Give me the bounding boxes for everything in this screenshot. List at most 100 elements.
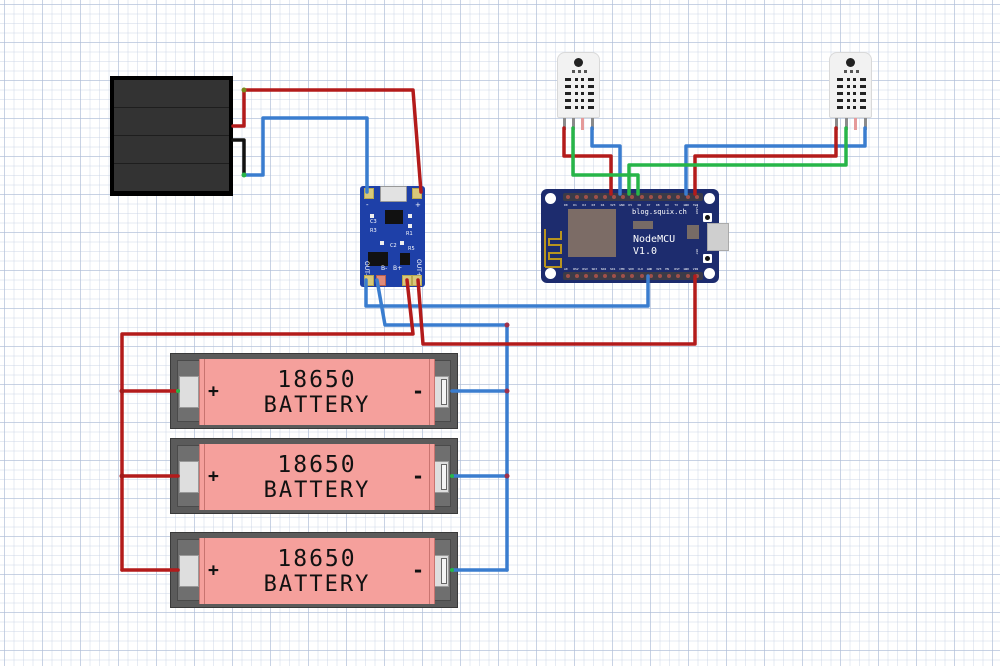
dht-pin-gnd[interactable] [591,118,594,130]
header-pin[interactable] [566,195,570,199]
header-pin[interactable] [593,274,598,278]
battery-holder-2[interactable]: + 18650 BATTERY - [170,438,458,514]
dht-pin-gnd[interactable] [864,118,867,130]
pin-label: GND [683,203,690,207]
dht-pin-data[interactable] [572,118,575,130]
smd-component [408,224,412,228]
header-pin[interactable] [630,195,635,199]
header-pin[interactable] [621,195,626,199]
wire-sensor1-data[interactable] [571,126,640,196]
wire-sensor2-data[interactable] [627,126,848,196]
solar-cell [114,80,229,108]
wire-solar-negative[interactable] [231,138,246,177]
vent-row [565,99,594,102]
label-in-minus: - [366,201,369,209]
smd-component [687,225,699,239]
header-pin[interactable] [630,274,635,278]
dht-pin-nc[interactable] [581,118,584,130]
battery-holder-1[interactable]: + 18650 BATTERY - [170,353,458,429]
pin-in-minus[interactable] [364,188,374,199]
label-c2: C2 [390,243,397,249]
positive-clip [179,461,199,493]
header-pin[interactable] [694,195,699,199]
header-pin[interactable] [575,195,580,199]
micro-usb-port[interactable] [707,223,729,251]
dht22-sensor[interactable] [829,52,872,118]
solar-panel[interactable] [110,76,233,196]
header-pin[interactable] [621,274,626,278]
header-pin[interactable] [602,274,607,278]
vent-row [844,70,859,73]
pin-label: CLK [637,267,644,271]
pin-label: D0 [564,203,568,207]
battery-cell: + 18650 BATTERY - [199,444,435,510]
header-pin[interactable] [584,195,589,199]
header-pin[interactable] [658,195,662,199]
wire-solar-negative-ext[interactable] [242,116,369,194]
wire-sensor1-gnd[interactable] [590,126,622,196]
pin-label: CMD [619,267,625,271]
header-pin[interactable] [575,274,580,278]
battery-cell: + 18650 BATTERY - [199,538,435,604]
header-pin[interactable] [612,195,616,199]
battery-holder-3[interactable]: + 18650 BATTERY - [170,532,458,608]
dht-pin-vcc[interactable] [563,118,566,130]
header-pin[interactable] [676,274,681,278]
header-pin[interactable] [667,274,672,278]
battery-type-label: BATTERY [263,572,371,597]
dht22-sensor[interactable] [557,52,600,118]
pin-label: GND [619,203,625,207]
pin-label: SD0 [628,267,634,271]
battery-model-label: 18650 [277,452,357,478]
header-pin[interactable] [593,195,598,199]
sensor-hole [846,58,855,67]
header-pin[interactable] [658,274,662,278]
vent-row [837,106,866,109]
header-pin[interactable] [566,274,570,278]
header-pin[interactable] [685,274,690,278]
wire-sensor2-vcc[interactable] [693,126,838,196]
wire-out-minus-to-gnd[interactable] [364,274,650,308]
header-pin[interactable] [584,274,589,278]
header-pin[interactable] [612,274,616,278]
flash-label: FLASH [695,205,699,215]
vent-row [565,78,594,81]
vent-row [572,70,587,73]
wire-b-minus-bus[interactable] [375,278,509,572]
dht-pin-vcc[interactable] [835,118,838,130]
header-pin[interactable] [639,195,644,199]
header-pin[interactable] [602,195,607,199]
dht-pin-data[interactable] [845,118,848,130]
pcb-antenna [544,229,562,268]
header-pin[interactable] [694,274,699,278]
label-r3: R3 [370,228,377,234]
header-pin[interactable] [648,195,653,199]
header-pin[interactable] [667,195,672,199]
battery-model-label: 18650 [277,546,357,572]
wire-b-plus-bus[interactable] [120,278,415,572]
header-pin[interactable] [648,274,653,278]
label-b-plus: B+ [393,265,403,272]
vent-row [565,85,594,88]
dht-pin-nc[interactable] [854,118,857,130]
smd-component [380,241,384,245]
top-pin-header [563,193,703,201]
sensor-hole [574,58,583,67]
wire-out-plus-to-vin[interactable] [416,274,697,346]
header-pin[interactable] [676,195,681,199]
header-pin[interactable] [639,274,644,278]
header-pin[interactable] [685,195,690,199]
wire-sensor1-vcc[interactable] [562,126,613,196]
reset-button[interactable] [703,254,712,263]
smd-component [370,214,374,218]
flash-button[interactable] [703,213,712,222]
rst-label: RST [695,249,699,255]
wire-sensor2-gnd[interactable] [684,126,867,196]
pin-label: SD1 [610,267,616,271]
pin-label: RSV [573,267,579,271]
esp8266-module-shield [568,209,616,257]
smd-component [633,221,653,229]
board-title: NodeMCU [633,234,676,245]
